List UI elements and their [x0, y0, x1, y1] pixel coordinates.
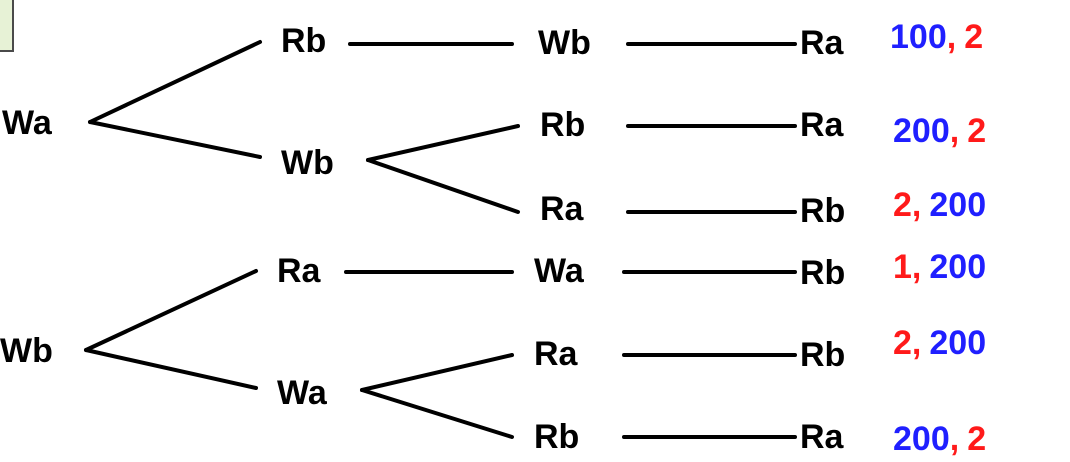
- node-l2-wa: Wa: [534, 252, 584, 290]
- payoff-right: 2: [967, 112, 987, 150]
- node-l2-rb: Rb: [540, 106, 586, 144]
- payoff-4: 1,200: [893, 250, 986, 284]
- node-l1-ra: Ra: [277, 252, 321, 290]
- edge-wa-rb3: [360, 388, 514, 439]
- node-l3-ra: Ra: [800, 24, 844, 62]
- payoff-sep: ,: [949, 112, 960, 150]
- payoff-left: 200: [893, 112, 950, 150]
- payoff-sep: ,: [946, 18, 957, 56]
- node-l2-rb2: Rb: [534, 418, 580, 456]
- payoff-right: 200: [929, 186, 987, 224]
- node-root-wa: Wa: [2, 104, 52, 142]
- payoff-right: 200: [929, 324, 987, 362]
- payoff-sep: ,: [949, 420, 960, 458]
- payoff-right: 200: [929, 248, 987, 286]
- edge-wbroot-ra: [84, 269, 258, 352]
- node-l2-ra2: Ra: [534, 335, 578, 373]
- node-l3-ra3: Ra: [800, 418, 844, 456]
- edge-wa-rb: [88, 40, 262, 124]
- payoff-2: 200,2: [893, 114, 986, 148]
- node-l1-rb: Rb: [281, 22, 327, 60]
- payoff-left: 2: [893, 186, 912, 224]
- node-l3-rb3: Rb: [800, 336, 846, 374]
- node-l2-ra: Ra: [540, 190, 584, 228]
- edge-wa-wb: [88, 120, 262, 159]
- payoff-6: 200,2: [893, 422, 986, 456]
- payoff-1: 100,2: [890, 20, 983, 54]
- corner-box: [0, 0, 14, 52]
- payoff-sep: ,: [911, 324, 922, 362]
- node-l3-rb2: Rb: [800, 254, 846, 292]
- payoff-3: 2,200: [893, 188, 986, 222]
- node-l3-rb: Rb: [800, 192, 846, 230]
- node-l1-wb: Wb: [281, 144, 334, 182]
- payoff-left: 1: [893, 248, 912, 286]
- payoff-left: 200: [893, 420, 950, 458]
- edge-wbroot-wa: [84, 348, 258, 390]
- node-l1-wa: Wa: [277, 374, 327, 412]
- node-l3-ra2: Ra: [800, 106, 844, 144]
- payoff-sep: ,: [911, 186, 922, 224]
- payoff-left: 100: [890, 18, 947, 56]
- payoff-right: 2: [964, 18, 984, 56]
- node-l2-wb: Wb: [538, 24, 591, 62]
- payoff-left: 2: [893, 324, 912, 362]
- edge-wb-rb: [366, 124, 520, 162]
- payoff-right: 2: [967, 420, 987, 458]
- payoff-5: 2,200: [893, 326, 986, 360]
- edge-wa-ra3: [360, 353, 514, 392]
- payoff-sep: ,: [911, 248, 922, 286]
- edge-wb-ra2: [366, 158, 520, 214]
- node-root-wb: Wb: [0, 332, 53, 370]
